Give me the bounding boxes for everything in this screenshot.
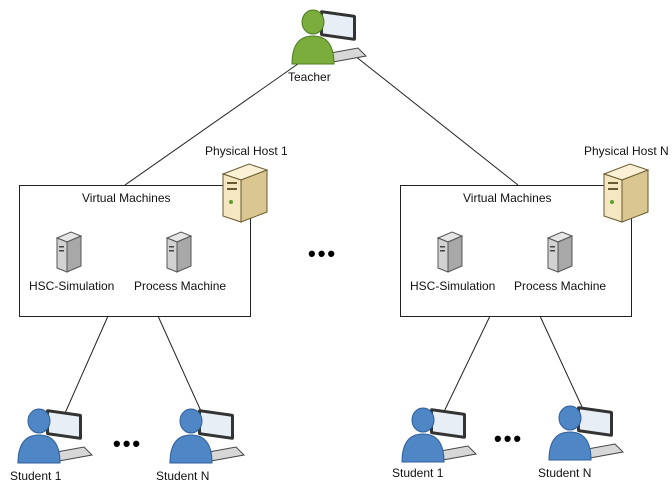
host-n-server-icon [602, 163, 650, 223]
host-1-student-n-icon [169, 408, 246, 464]
host-n-vm2-server-icon [546, 231, 574, 273]
line-teacher-hostn [349, 51, 519, 186]
host-n-student-n-label: Student N [538, 466, 592, 480]
line-host1-studentn [157, 315, 206, 421]
line-teacher-host1 [124, 51, 316, 186]
host-n-student-1-icon [401, 407, 478, 463]
host-1-student-1-label: Student 1 [10, 469, 62, 483]
host-1-vm-title: Virtual Machines [82, 191, 171, 205]
line-host1-student1 [61, 315, 109, 421]
host-1-vm2-server-icon [165, 231, 193, 273]
host-1-student-n-label: Student N [156, 469, 210, 483]
host-1-vm1-server-icon [55, 231, 83, 273]
host-n-label: Physical Host N [584, 144, 669, 158]
host-1-student-ellipsis: ••• [113, 431, 143, 456]
host-n-student-1-label: Student 1 [392, 466, 444, 480]
host-n-vm1-label: HSC-Simulation [410, 279, 496, 293]
teacher-laptop-icon [291, 9, 368, 65]
host-n-vm1-server-icon [436, 231, 464, 273]
host-n-student-n-icon [548, 405, 625, 461]
host-n-student-ellipsis: ••• [494, 426, 524, 451]
host-1-vm2-label: Process Machine [134, 279, 227, 293]
host-1-server-icon [221, 163, 269, 223]
host-n-vm-title: Virtual Machines [463, 191, 552, 205]
host-1-label: Physical Host 1 [205, 144, 288, 158]
line-hostn-student1 [439, 315, 491, 421]
teacher-label: Teacher [288, 70, 331, 84]
line-hostn-studentn [539, 315, 589, 421]
host-1-student-1-icon [17, 408, 94, 464]
host-n-vm2-label: Process Machine [514, 279, 607, 293]
host-1-vm1-label: HSC-Simulation [29, 279, 115, 293]
host-ellipsis: ••• [308, 241, 338, 266]
